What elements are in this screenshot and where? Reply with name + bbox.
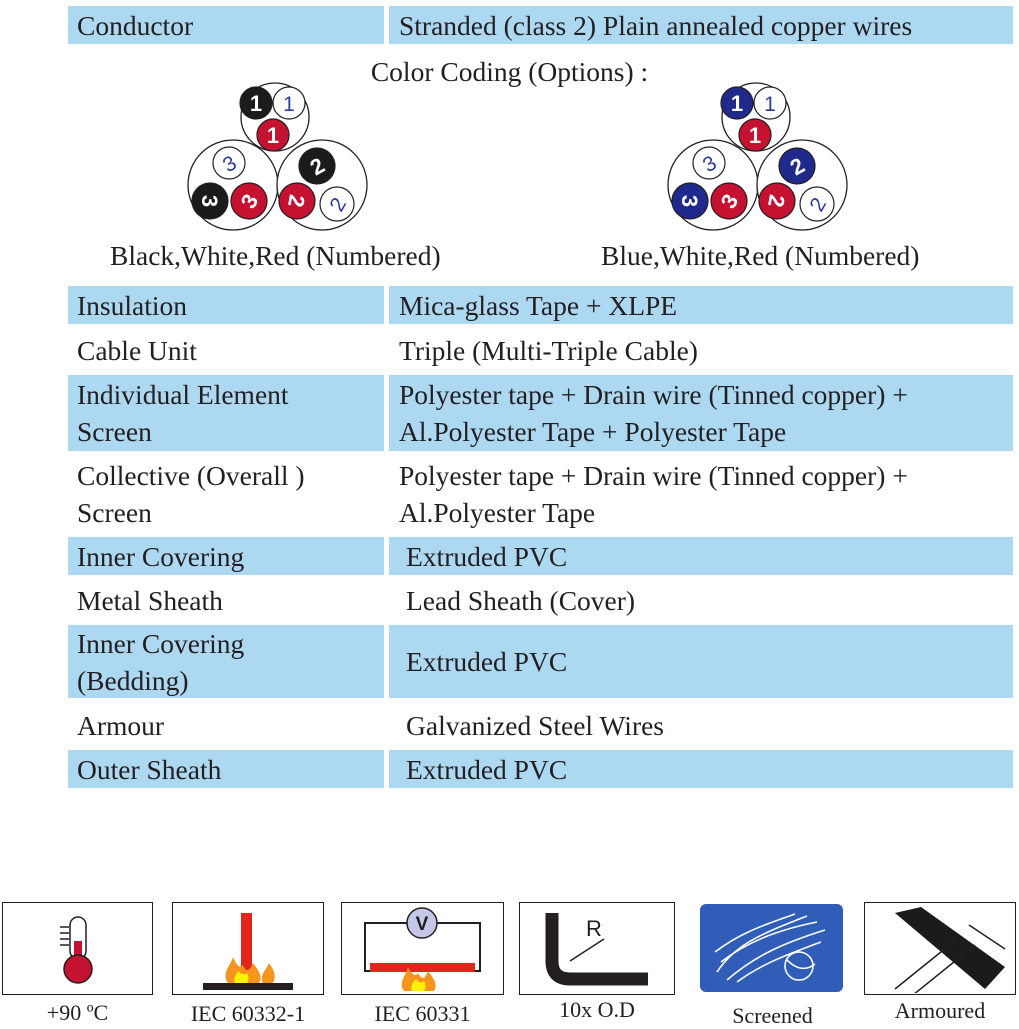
spec-value: Polyester tape + Drain wire (Tinned copp… xyxy=(389,456,1013,532)
icon-caption: IEC 60332-1 xyxy=(190,1001,306,1026)
spec-label: Cable Unit xyxy=(68,331,384,369)
triple-left: 3 3 3 xyxy=(187,139,279,231)
icon-caption: IEC 60331 xyxy=(374,1001,471,1026)
spec-row: Collective (Overall ) Screen Polyester ta… xyxy=(68,456,1013,532)
spec-label: Insulation xyxy=(68,286,384,324)
spec-value: Extruded PVC xyxy=(389,625,1013,698)
spec-label: Inner Covering (Bedding) xyxy=(68,625,384,698)
spec-value: Galvanized Steel Wires xyxy=(389,706,1013,744)
spec-value-line: Lead Sheath (Cover) xyxy=(406,584,636,616)
spec-value-line: Galvanized Steel Wires xyxy=(406,709,665,741)
core-number: 1 xyxy=(749,123,761,148)
spec-row: Insulation Mica-glass Tape + XLPE xyxy=(68,286,1013,324)
conductor-value: Stranded (class 2) Plain annealed copper… xyxy=(389,6,1013,44)
spec-label-line: Cable Unit xyxy=(77,334,197,366)
spec-label-line: Outer Sheath xyxy=(77,753,222,785)
conductor-row: Conductor Stranded (class 2) Plain annea… xyxy=(68,6,1013,44)
spec-value-line: Extruded PVC xyxy=(406,540,568,572)
spec-value: Extruded PVC xyxy=(389,750,1013,788)
spec-row: Armour Galvanized Steel Wires xyxy=(68,706,1013,744)
core-number: 1 xyxy=(731,91,743,116)
icon-caption: +90 ºC xyxy=(46,1000,109,1025)
spec-value-line: Polyester tape + Drain wire (Tinned copp… xyxy=(399,460,908,491)
spec-label: Metal Sheath xyxy=(68,581,384,619)
flame-voltmeter-test-icon: V xyxy=(341,902,504,995)
core-number: 2 xyxy=(283,193,310,209)
icon-caption: 10x O.D xyxy=(559,997,635,1022)
spec-label-line: (Bedding) xyxy=(77,664,189,696)
flame-vertical-test-icon xyxy=(172,902,324,995)
icon-caption: Screened xyxy=(732,1003,813,1028)
spec-value: Extruded PVC xyxy=(389,537,1013,575)
thermometer-icon xyxy=(2,902,153,995)
spec-label-line: Inner Covering xyxy=(77,540,245,572)
core-number: 2 xyxy=(763,193,790,209)
spec-row: Inner Covering (Bedding) Extruded PVC xyxy=(68,625,1013,698)
core-number: 1 xyxy=(764,93,776,116)
color-option-caption: Blue,White,Red (Numbered) xyxy=(601,240,920,271)
spec-label-line: Screen xyxy=(77,416,152,447)
color-option-caption: Black,White,Red (Numbered) xyxy=(110,240,441,271)
bending-radius-icon: R xyxy=(519,902,675,995)
spec-label-line: Screen xyxy=(77,497,152,528)
radius-glyph: R xyxy=(586,916,602,941)
spec-value-line: Polyester tape + Drain wire (Tinned copp… xyxy=(399,379,908,410)
spec-value-line: Extruded PVC xyxy=(406,753,568,785)
spec-value: Triple (Multi-Triple Cable) xyxy=(389,331,1013,369)
spec-label-line: Collective (Overall ) xyxy=(77,460,305,491)
spec-value-line: Mica-glass Tape + XLPE xyxy=(399,289,678,321)
spec-label: Outer Sheath xyxy=(68,750,384,788)
spec-value: Lead Sheath (Cover) xyxy=(389,581,1013,619)
spec-label: Inner Covering xyxy=(68,537,384,575)
spec-row: Metal Sheath Lead Sheath (Cover) xyxy=(68,581,1013,619)
core-number: 3 xyxy=(677,195,702,207)
spec-label-line: Armour xyxy=(77,709,165,741)
color-coding-blue-white-red-diagram: 1 1 1 3 3 3 2 2 2 xyxy=(667,82,848,231)
spec-label-line: Individual Element xyxy=(77,379,289,410)
spec-label-line: Insulation xyxy=(77,289,187,321)
triple-top: 1 1 1 xyxy=(720,82,791,152)
spec-row: Cable Unit Triple (Multi-Triple Cable) xyxy=(68,331,1013,369)
core-number: 1 xyxy=(250,91,262,116)
triple-top: 1 1 1 xyxy=(239,82,310,152)
triple-right: 2 2 2 xyxy=(276,139,368,231)
core-number: 1 xyxy=(267,123,279,148)
spec-label: Collective (Overall ) Screen xyxy=(68,456,384,532)
core-number: 1 xyxy=(283,93,295,116)
spec-value-line: Extruded PVC xyxy=(406,646,568,677)
spec-value-line: Al.Polyester Tape xyxy=(399,497,596,528)
spec-label: Armour xyxy=(68,706,384,744)
armour-icon xyxy=(864,902,1016,996)
icon-caption: Armoured xyxy=(894,998,986,1023)
color-coding-black-white-red-diagram: 1 1 1 3 3 3 2 2 2 xyxy=(187,82,368,231)
spec-label-line: Inner Covering xyxy=(77,627,245,659)
conductor-label: Conductor xyxy=(68,6,384,44)
triple-right: 2 2 2 xyxy=(756,139,848,231)
spec-label-line: Metal Sheath xyxy=(77,584,223,616)
spec-value: Polyester tape + Drain wire (Tinned copp… xyxy=(389,375,1013,451)
spec-value-line: Al.Polyester Tape + Polyester Tape xyxy=(399,416,787,447)
core-number: 3 xyxy=(197,195,222,207)
spec-row: Outer Sheath Extruded PVC xyxy=(68,750,1013,788)
screen-icon xyxy=(697,902,848,995)
spec-value-line: Triple (Multi-Triple Cable) xyxy=(399,334,698,366)
spec-value: Mica-glass Tape + XLPE xyxy=(389,286,1013,324)
color-coding-title: Color Coding (Options) : xyxy=(370,56,649,87)
triple-left: 3 3 3 xyxy=(667,139,759,231)
spec-row: Inner Covering Extruded PVC xyxy=(68,537,1013,575)
voltmeter-glyph: V xyxy=(416,914,429,935)
